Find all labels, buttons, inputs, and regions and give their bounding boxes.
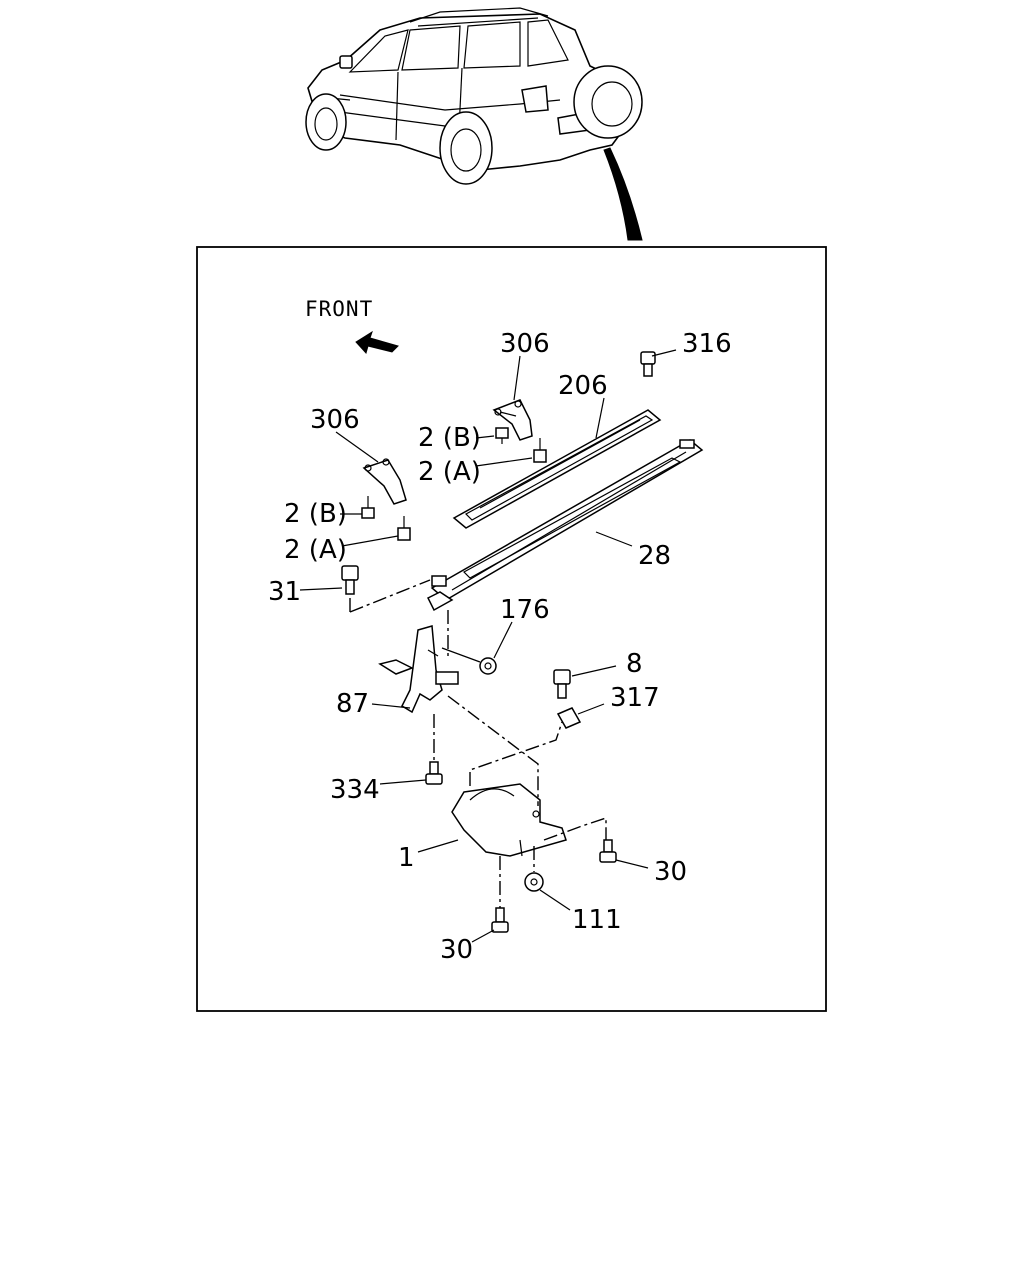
callout-8: 8	[626, 649, 643, 679]
front-arrow-icon	[355, 330, 399, 355]
bolt-334	[425, 714, 443, 785]
callout-176: 176	[500, 595, 550, 625]
callout-30-bottom: 30	[440, 935, 473, 965]
callout-316: 316	[682, 329, 732, 359]
vehicle-illustration	[305, 7, 643, 241]
clip-317	[556, 707, 582, 729]
bolt-31	[341, 565, 359, 595]
front-direction-label: FRONT	[305, 297, 373, 321]
bracket-87	[378, 625, 459, 714]
callout-31: 31	[268, 577, 301, 607]
callout-87: 87	[336, 689, 369, 719]
callout-206: 206	[558, 371, 608, 401]
leader-lines	[299, 349, 677, 943]
callout-30-right: 30	[654, 857, 687, 887]
step-pad-206	[452, 409, 662, 529]
bolt-30-right	[599, 839, 617, 863]
running-board-28	[426, 439, 704, 612]
bolt-316	[640, 351, 656, 377]
callout-111: 111	[572, 905, 622, 935]
nut-111	[524, 846, 544, 892]
bolt-8	[553, 669, 571, 699]
callout-334: 334	[330, 775, 380, 805]
bracket-306-right	[492, 399, 533, 441]
bolt-2b-left	[361, 496, 375, 519]
callout-1: 1	[398, 843, 415, 873]
callout-2b-left: 2 (B)	[284, 499, 347, 529]
bolt-2b-right	[495, 427, 509, 444]
callout-317: 317	[610, 683, 660, 713]
callout-2b-right: 2 (B)	[418, 423, 481, 453]
callout-2a-left: 2 (A)	[284, 535, 347, 565]
bolt-2a-left	[397, 516, 411, 541]
bracket-306-left	[362, 458, 407, 505]
callout-306-right: 306	[500, 329, 550, 359]
callout-306-left: 306	[310, 405, 360, 435]
bolt-30-bottom	[491, 907, 509, 933]
detail-frame	[196, 246, 827, 1012]
nut-176	[441, 647, 497, 675]
callout-28: 28	[638, 541, 671, 571]
bolt-2a-right	[533, 438, 547, 463]
callout-2a-right: 2 (A)	[418, 457, 481, 487]
bracket-1	[451, 783, 567, 857]
